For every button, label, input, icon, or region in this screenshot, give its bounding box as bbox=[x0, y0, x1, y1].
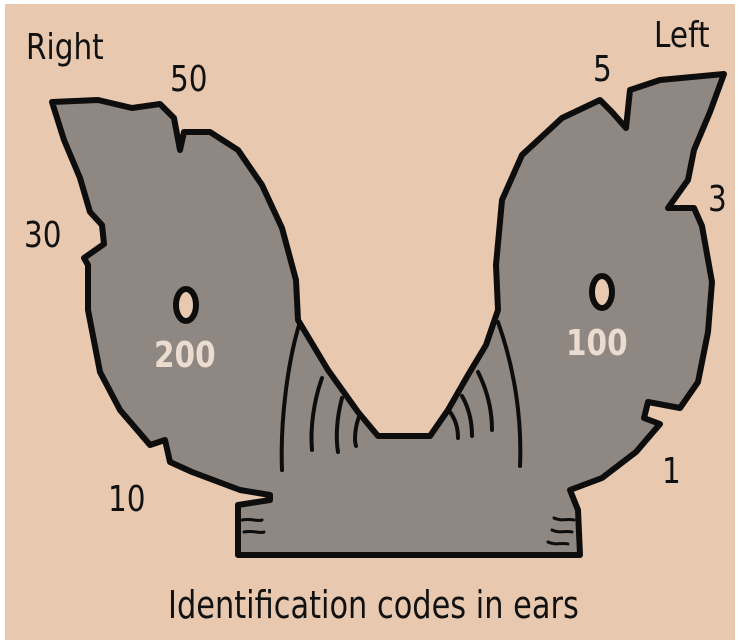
fur-stroke bbox=[548, 542, 568, 544]
left-ear-hole bbox=[592, 276, 612, 308]
notch-label-50: 50 bbox=[170, 62, 208, 98]
right-ear-hole bbox=[176, 289, 196, 321]
notch-label-3: 3 bbox=[708, 182, 727, 218]
diagram-caption: Identification codes in ears bbox=[168, 586, 579, 624]
fur-stroke bbox=[244, 531, 264, 532]
notch-label-1: 1 bbox=[662, 454, 681, 490]
right-side-label: Right bbox=[26, 30, 104, 66]
fur-stroke bbox=[554, 518, 574, 520]
left-ear-hole-value: 100 bbox=[566, 326, 628, 362]
fur-stroke bbox=[552, 530, 572, 532]
left-side-label: Left bbox=[654, 18, 710, 54]
notch-label-30: 30 bbox=[24, 218, 62, 254]
notch-label-5: 5 bbox=[593, 52, 612, 88]
notch-label-10: 10 bbox=[108, 482, 146, 518]
right-ear-hole-value: 200 bbox=[154, 338, 216, 374]
fur-stroke bbox=[242, 519, 262, 520]
